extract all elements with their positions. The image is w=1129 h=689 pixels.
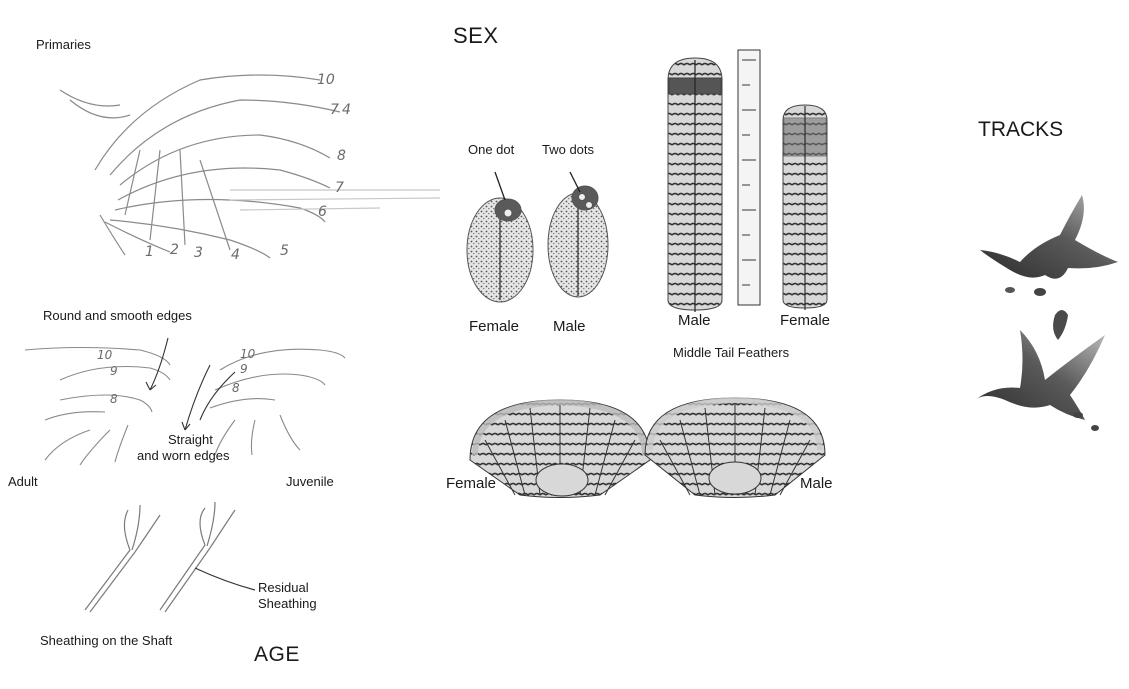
primary-number-4b: 4 [231, 247, 240, 263]
adult-number-8: 8 [110, 392, 118, 406]
sheathing-shaft-label: Sheathing on the Shaft [40, 633, 172, 648]
sex-heading: SEX [453, 23, 499, 49]
fan-male-label: Male [800, 475, 833, 492]
primary-number-2: 2 [170, 242, 179, 258]
adult-number-9: 9 [110, 364, 118, 378]
breast-female-label: Female [469, 318, 519, 335]
tail-male-label: Male [678, 312, 711, 329]
residual-label-line1: Residual [258, 580, 309, 595]
primary-number-7: 7 [330, 102, 339, 118]
juvenile-number-10: 10 [240, 347, 255, 361]
primaries-wing-drawing [60, 75, 440, 258]
adult-number-10: 10 [97, 348, 112, 362]
primaries-label: Primaries [36, 37, 91, 52]
tail-feather-female [783, 105, 827, 310]
two-dots-label: Two dots [542, 142, 594, 157]
primary-number-3: 3 [194, 245, 203, 261]
primary-number-8: 8 [337, 148, 346, 164]
middle-tail-caption: Middle Tail Feathers [673, 345, 789, 360]
tail-female-label: Female [780, 312, 830, 329]
turkey-track-upper [980, 195, 1118, 296]
straight-label-line1: Straight [168, 432, 213, 447]
primary-number-1: 1 [145, 244, 154, 260]
tail-fan-male [645, 398, 825, 498]
juvenile-label: Juvenile [286, 474, 334, 489]
one-dot-label: One dot [468, 142, 514, 157]
primary-number-7b: 7 [335, 180, 344, 196]
breast-feather-female [467, 172, 533, 302]
straight-label-line2: and worn edges [137, 448, 230, 463]
juvenile-number-8: 8 [232, 381, 240, 395]
round-edges-label: Round and smooth edges [43, 308, 192, 323]
tail-feather-male [668, 58, 722, 312]
residual-label-line2: Sheathing [258, 596, 317, 611]
fan-female-label: Female [446, 475, 496, 492]
turkey-track-lower [975, 310, 1105, 431]
breast-feather-male [548, 172, 608, 297]
tracks-heading: TRACKS [978, 118, 1063, 142]
breast-male-label: Male [553, 318, 586, 335]
juvenile-number-9: 9 [240, 362, 248, 376]
sheathing-quill-drawings [85, 502, 255, 612]
primary-number-10: 10 [317, 72, 335, 88]
primary-number-6: 6 [318, 204, 327, 220]
primary-number-5: 5 [280, 243, 289, 259]
primary-number-4: 4 [342, 102, 351, 118]
ruler [738, 50, 760, 305]
adult-label: Adult [8, 474, 38, 489]
age-heading: AGE [254, 643, 300, 667]
tail-fan-female [470, 400, 650, 498]
